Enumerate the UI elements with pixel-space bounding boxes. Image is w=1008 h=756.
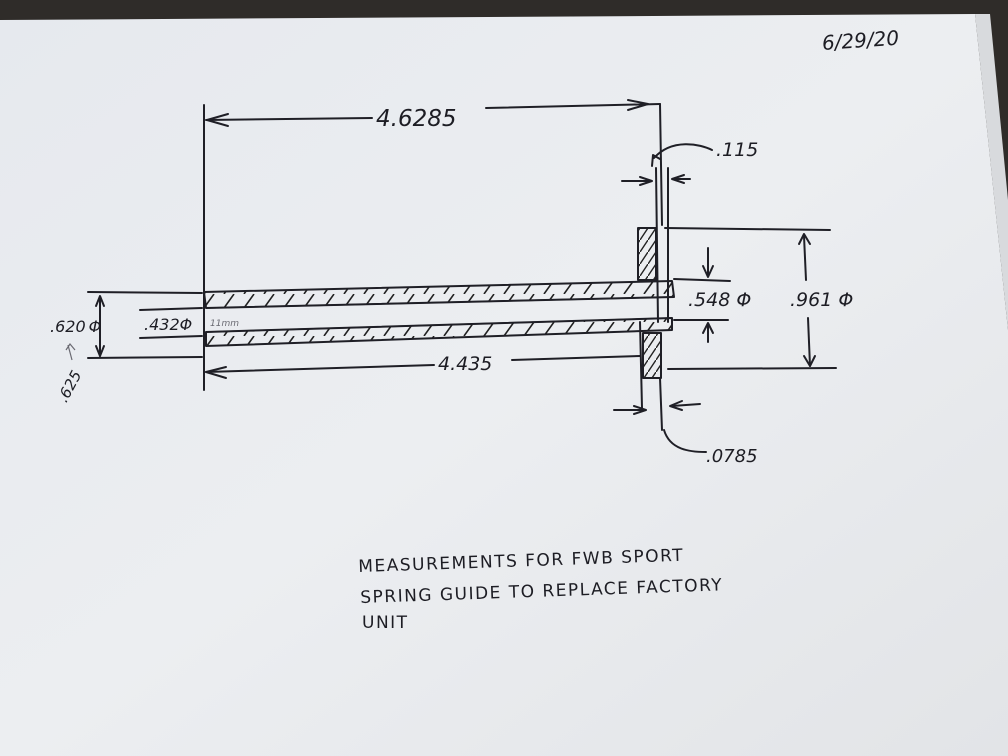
flange-thickness-label: .115 <box>716 139 758 161</box>
note-line-3: UNIT <box>362 613 409 633</box>
flange-thickness-dimension <box>621 143 713 186</box>
collar-thickness-label: .0785 <box>706 446 758 467</box>
overall-length-dimension <box>203 99 663 391</box>
bore-diameter-label: .432Φ <box>144 315 192 334</box>
outer-diameter-dimension <box>87 291 203 359</box>
paper-surface <box>0 14 1008 756</box>
shaft-length-dimension <box>205 321 643 409</box>
spring-guide-shaft <box>203 280 675 347</box>
shaft-diameter-dimension <box>673 247 731 343</box>
overall-length-label: 4.6285 <box>376 106 456 132</box>
collar-thickness-dimension <box>613 377 707 453</box>
date-label: 6/29/20 <box>821 26 900 55</box>
shaft-length-label: 4.435 <box>438 353 492 375</box>
pencil-arrow-mark <box>65 342 76 361</box>
flange <box>637 167 669 379</box>
flange-diameter-dimension <box>664 227 837 370</box>
bore-metric-label: 11mm <box>210 319 239 329</box>
